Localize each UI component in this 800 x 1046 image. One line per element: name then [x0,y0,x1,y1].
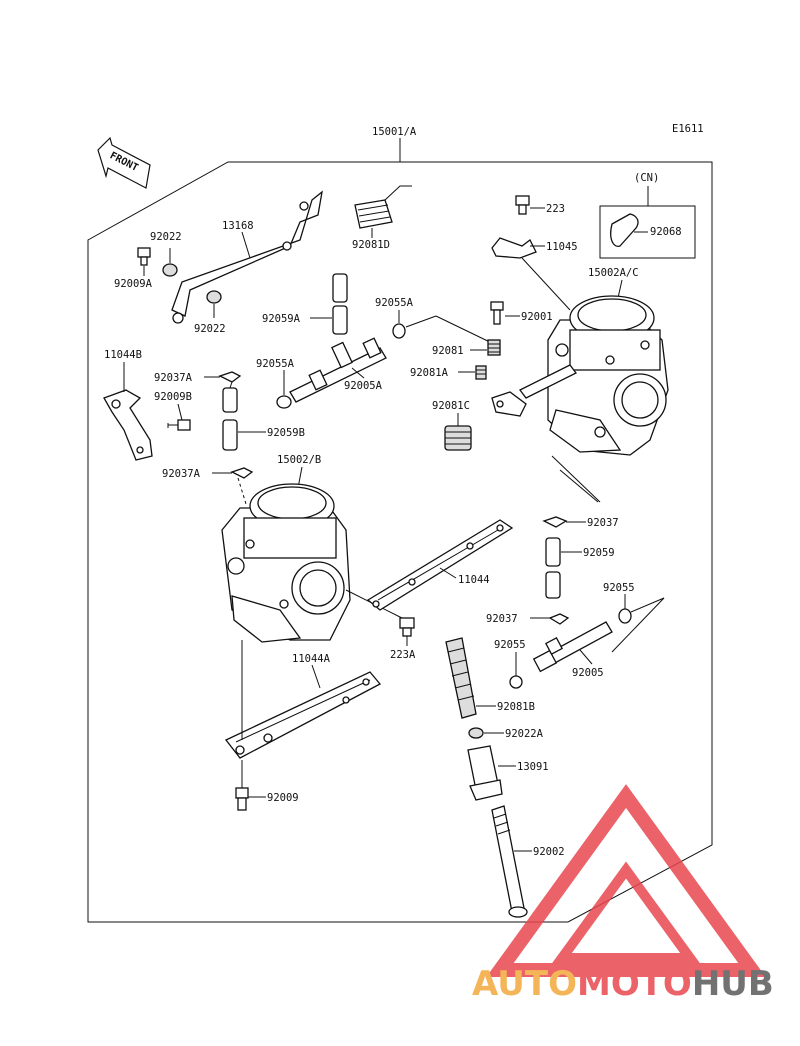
label-92055a-left: 92055A [256,358,295,370]
part-92037-low [548,613,570,625]
label-92055-r: 92055 [603,582,635,594]
part-92022-a [162,263,178,277]
part-92055a-top [392,323,406,339]
diagram-code: E1611 [672,123,704,135]
part-92055-c [509,675,523,689]
part-92081a [475,365,487,380]
part-92081d [354,185,412,229]
label-11044a: 11044A [292,653,331,665]
watermark-auto: AUTOMOTOHUB [472,964,774,1004]
part-92037a-low [230,467,254,479]
label-92059b: 92059B [267,427,305,439]
part-223 [515,195,530,215]
label-92059a: 92059A [262,313,301,325]
label-15001a: 15001/A [372,126,417,138]
label-92002: 92002 [533,846,565,858]
part-92009b [167,419,191,431]
part-92068 [610,213,639,247]
label-92055a-top: 92055A [375,297,414,309]
watermark-logo: AUTOMOTOHUB [472,784,774,1004]
label-11044b: 11044B [104,349,142,361]
assembly-border [87,161,713,923]
label-92081a: 92081A [410,367,449,379]
part-92059a [332,273,348,335]
label-92081b: 92081B [497,701,535,713]
label-92009b: 92009B [154,391,192,403]
label-92037a-low: 92037A [162,468,201,480]
label-92022-a: 92022 [150,231,182,243]
label-92005a: 92005A [344,380,383,392]
part-92022a [468,727,484,739]
part-92005 [532,621,613,673]
throttle-link-shaft-right [491,364,577,417]
label-15002b: 15002/B [277,454,321,466]
carburetor-right [547,295,669,456]
label-11045: 11045 [546,241,578,253]
label-cn: (CN) [634,172,659,184]
cn-variant-box [599,205,696,259]
part-11044 [366,519,514,611]
part-92081c [444,425,472,451]
label-92001: 92001 [521,311,553,323]
part-92059 [545,537,561,599]
label-92037-low: 92037 [486,613,518,625]
label-223: 223 [546,203,565,215]
part-92005a [289,337,387,403]
label-92081c: 92081C [432,400,470,412]
part-92002 [491,805,528,918]
part-92009 [235,787,249,811]
part-92037-top [542,516,568,528]
label-92055-c: 92055 [494,639,526,651]
part-92009a [137,247,151,266]
part-13168 [171,190,323,324]
part-92081 [487,339,501,356]
part-13091 [467,745,503,801]
part-92081b [445,637,477,719]
part-92055-r [618,608,632,624]
label-92081: 92081 [432,345,464,357]
label-92022a: 92022A [505,728,544,740]
label-15002ac: 15002A/C [588,267,639,279]
label-92037a-top: 92037A [154,372,193,384]
part-11045 [491,237,537,259]
label-92059: 92059 [583,547,615,559]
label-92037-top: 92037 [587,517,619,529]
label-92081d: 92081D [352,239,390,251]
part-92059b [222,387,238,451]
part-92001 [490,301,504,325]
label-13091: 13091 [517,761,549,773]
label-92068: 92068 [650,226,682,238]
label-13168: 13168 [222,220,254,232]
part-92022-b [206,290,222,304]
label-11044: 11044 [458,574,490,586]
front-arrow-icon: FRONT [97,136,151,189]
carburetor-left [221,483,351,643]
label-223a: 223A [390,649,416,661]
part-11044b [103,389,153,461]
label-92009a: 92009A [114,278,153,290]
part-92055a-left [276,395,292,409]
label-92005: 92005 [572,667,604,679]
part-223a [399,617,415,637]
label-92009: 92009 [267,792,299,804]
part-92037a-top [218,371,242,383]
part-11044a [224,671,382,759]
label-92022-b: 92022 [194,323,226,335]
